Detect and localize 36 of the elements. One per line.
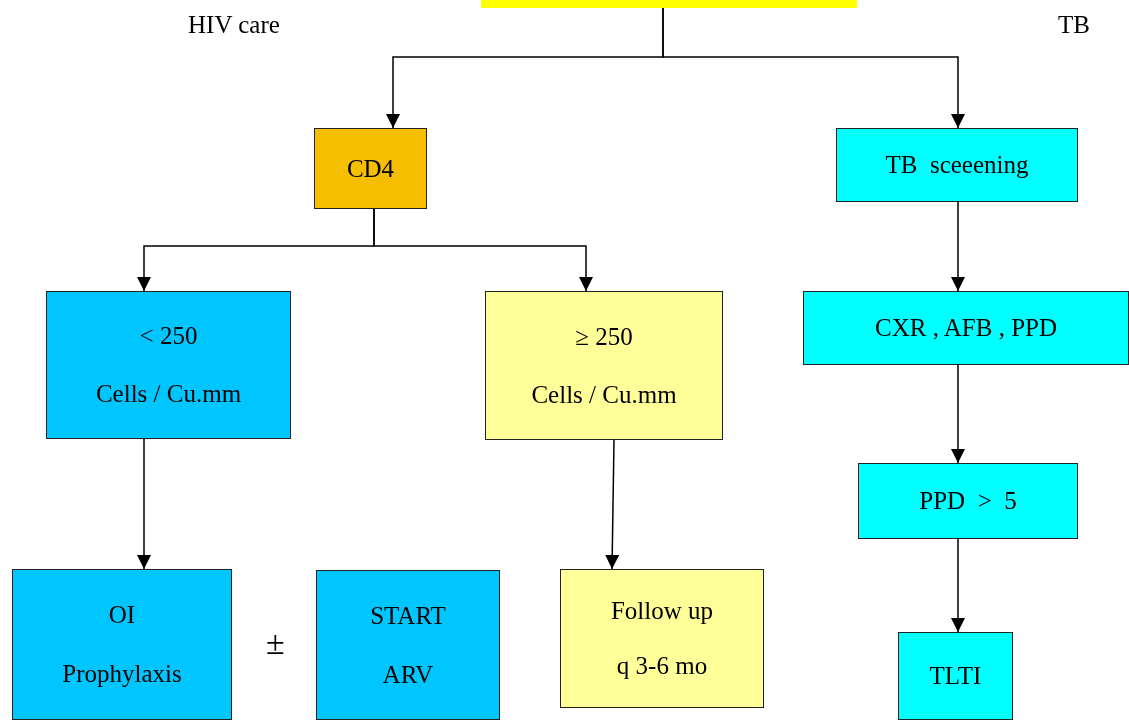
arrow [662,7,965,129]
process-box [858,463,1078,539]
node-text: START [370,602,446,630]
process-box [314,128,427,209]
process-box [803,291,1129,365]
empty-box [481,0,857,8]
process-box [560,569,764,708]
node-text: q 3-6 mo [616,652,708,680]
node-text: ARV [382,660,434,688]
node-text: ≥ 250 [575,322,633,351]
section-heading: HIV care [188,11,280,39]
process-box [12,569,232,720]
node-text: < 250 [139,322,198,350]
arrow [373,208,593,292]
node-text: Follow up [610,597,714,625]
node-text: PPD > 5 [919,487,1017,515]
arrow [951,364,965,464]
process-box [836,128,1078,202]
node-text: TLTI [929,662,982,690]
node-text: TB sceeening [885,151,1029,179]
node-text: OI [108,601,136,629]
arrow [951,201,965,292]
node-text: Cells / Cu.mm [95,380,242,408]
node-text: Prophylaxis [62,660,182,688]
node-text: Cells / Cu.mm [531,380,677,409]
arrow [951,538,965,633]
process-box [485,291,723,440]
node-text: CXR , AFB , PPD [875,314,1057,342]
node-text: CD4 [346,154,395,183]
process-box [316,570,500,720]
arrow [137,438,151,570]
process-box [898,632,1013,720]
section-heading: TB [1058,11,1090,39]
process-box [46,291,291,439]
plus-minus-sign: ± [266,624,285,662]
arrow [605,439,620,570]
